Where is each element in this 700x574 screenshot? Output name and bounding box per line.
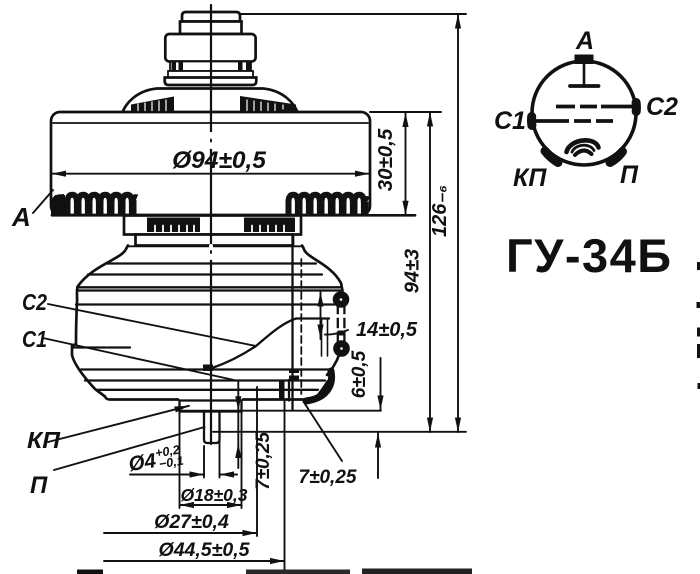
svg-text:П: П [620,161,639,189]
svg-text:C2: C2 [22,289,47,315]
svg-text:94±3: 94±3 [402,249,424,293]
svg-text:КП: КП [27,427,60,453]
svg-text:126₋₆: 126₋₆ [429,185,451,237]
svg-text:Ø27±0,4: Ø27±0,4 [154,511,229,533]
svg-text:A: A [11,202,31,232]
svg-text:14±0,5: 14±0,5 [356,319,418,341]
svg-text:7±0,25: 7±0,25 [253,432,274,490]
svg-text:C2: C2 [646,93,678,121]
svg-text:6±0,5: 6±0,5 [349,350,370,398]
svg-text:Ø4: Ø4 [127,449,158,476]
svg-text:Ø18±0,3: Ø18±0,3 [180,485,247,505]
svg-text:+0,2: +0,2 [154,443,181,461]
svg-text:7±0,25: 7±0,25 [299,467,357,488]
svg-text:−0,1: −0,1 [158,454,185,472]
svg-text:ГУ-34Б: ГУ-34Б [506,229,673,282]
svg-text:КП: КП [513,164,547,192]
svg-text:П: П [30,472,48,499]
svg-text:A: A [575,27,594,55]
svg-text:30±0,5: 30±0,5 [374,128,397,191]
svg-text:C1: C1 [22,326,47,352]
svg-text:Ø94±0,5: Ø94±0,5 [172,147,266,174]
svg-text:C1: C1 [494,107,526,135]
svg-text:Ø44,5±0,5: Ø44,5±0,5 [159,539,251,561]
